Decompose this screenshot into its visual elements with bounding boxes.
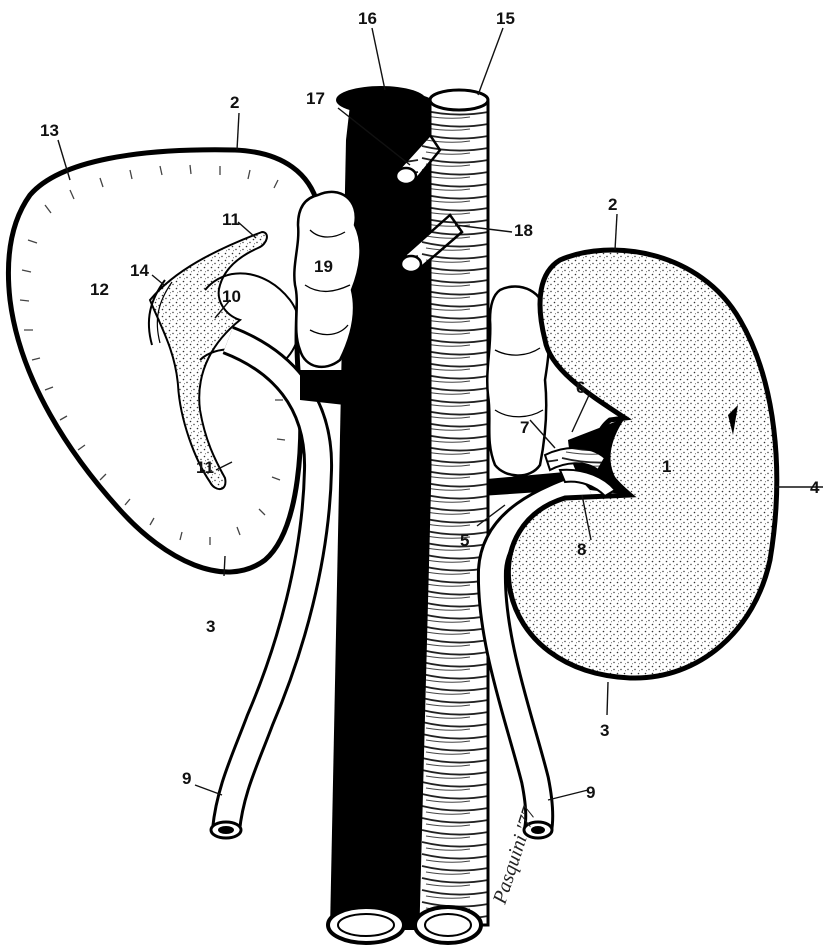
- label-17: 17: [306, 89, 325, 108]
- label-1: 1: [662, 457, 671, 476]
- label-19: 19: [314, 257, 333, 276]
- label-15: 15: [496, 9, 515, 28]
- label-11a: 11: [222, 210, 240, 229]
- label-14: 14: [130, 261, 149, 280]
- label-6: 6: [576, 378, 585, 397]
- label-10: 10: [222, 287, 241, 306]
- label-3a: 3: [206, 617, 215, 636]
- label-2a: 2: [230, 93, 239, 112]
- label-3b: 3: [600, 721, 609, 740]
- label-5: 5: [460, 531, 469, 550]
- label-16: 16: [358, 9, 377, 28]
- label-18: 18: [514, 221, 533, 240]
- label-2b: 2: [608, 195, 617, 214]
- label-13: 13: [40, 121, 59, 140]
- artist-signature: Pasquini '77: [489, 803, 542, 907]
- label-11b: 11: [196, 458, 214, 477]
- label-7: 7: [520, 418, 529, 437]
- label-9a: 9: [182, 769, 191, 788]
- label-8: 8: [577, 540, 586, 559]
- right-kidney: [508, 250, 776, 678]
- label-4: 4: [810, 478, 820, 497]
- label-9b: 9: [586, 783, 595, 802]
- label-12: 12: [90, 280, 109, 299]
